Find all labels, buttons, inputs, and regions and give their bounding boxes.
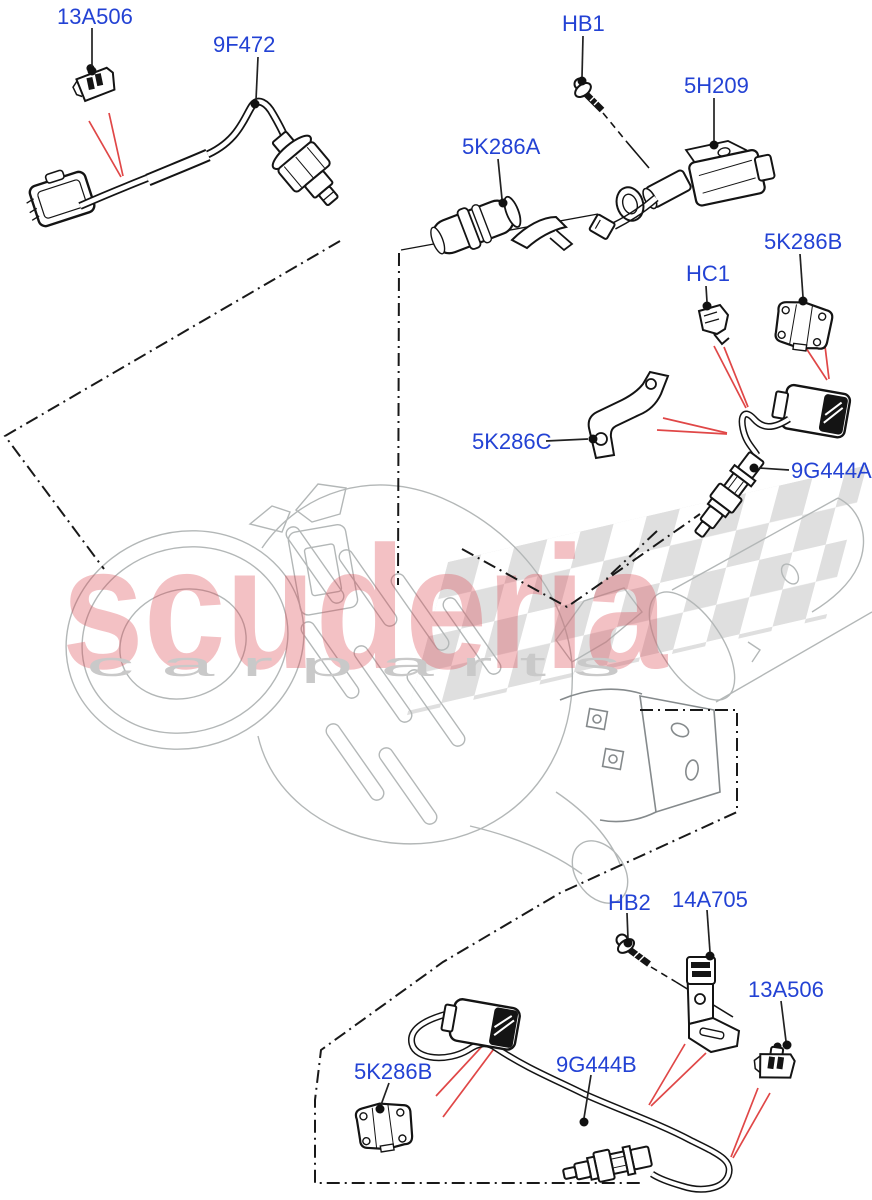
part-label-9g444b: 9G444B [556,1052,637,1077]
part-oxygen-sensor-9g444a [694,383,852,538]
part-label-5k286a: 5K286A [462,134,541,159]
part-label-5k286c: 5K286C [472,429,552,454]
part-bolt-hb1 [573,77,650,169]
part-label-9f472: 9F472 [213,32,276,57]
part-sensor-module-5h209 [588,140,776,240]
part-shield-5k286b-upper [774,301,834,352]
part-label-hb1: HB1 [562,11,605,36]
part-label-hb2: HB2 [608,890,651,915]
exhaust-pipe-sketch [648,497,872,703]
catalytic-converter-sketch [65,483,643,904]
brand-watermark: scuderia c a r p a r t s [62,511,668,706]
part-label-9g444a: 9G444A [791,458,872,483]
callout-leader-lines [91,28,804,1119]
part-clip-hc1 [697,303,730,346]
part-label-14a705: 14A705 [672,887,748,912]
zone-boundary-lines [3,240,738,1184]
part-bracket-14a705 [685,954,741,1054]
part-clip-13a506-lower [753,1042,796,1079]
part-oxygen-sensor-9g444b [408,998,733,1193]
part-label-hc1: HC1 [686,261,731,286]
converter-mount-bracket-sketch [559,688,721,823]
checkered-flag-watermark [406,465,867,716]
part-heat-shield-5k286a [400,195,599,255]
callout-dots [87,66,808,1127]
part-label-5k286b-lower: 5K286B [354,1059,433,1084]
part-bracket-5k286c [587,370,670,460]
part-label-5k286b-upper: 5K286B [764,229,843,254]
part-label-13a506-lower: 13A506 [748,977,824,1002]
part-label-5h209: 5H209 [684,73,749,98]
watermark-brand-text: scuderia [62,511,668,706]
watermark-sub-text: c a r p a r t s [86,646,621,684]
part-shield-5k286b-lower [354,1102,414,1153]
part-clip-13a506-upper [72,64,116,103]
part-oxygen-sensor-9f472 [26,97,339,228]
part-label-13a506-upper: 13A506 [57,4,133,29]
